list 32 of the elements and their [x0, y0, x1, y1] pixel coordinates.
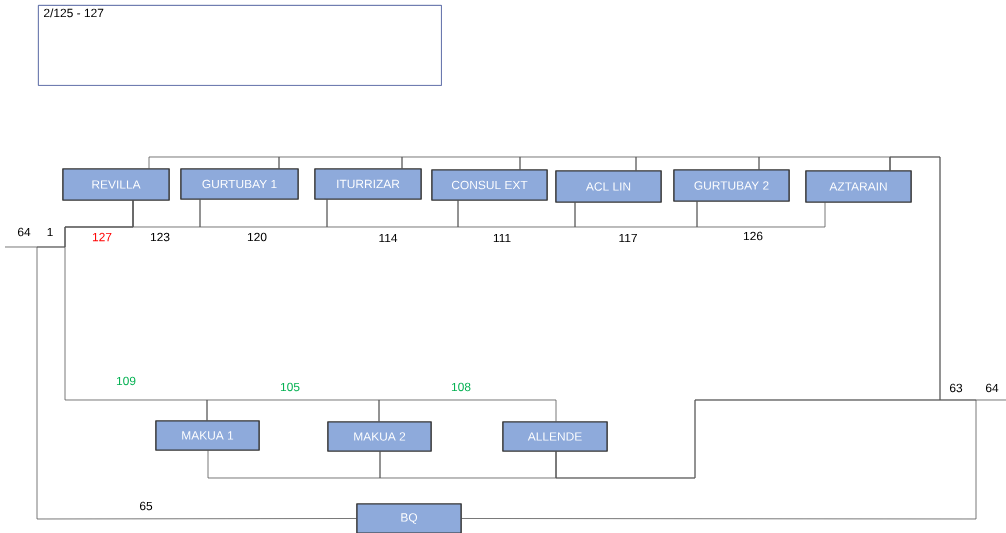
wire — [206, 399, 380, 422]
wire — [4, 200, 134, 248]
wire-number: 123 — [150, 232, 170, 242]
wire — [401, 156, 521, 170]
wire-number: 127 — [92, 232, 112, 242]
wire — [326, 199, 459, 228]
wire-number: 108 — [451, 382, 471, 392]
wire-number: 105 — [280, 382, 300, 392]
wire — [148, 156, 280, 169]
wire — [457, 200, 576, 228]
wire — [519, 156, 637, 171]
wire-number: 65 — [139, 501, 153, 511]
wire — [889, 156, 1006, 401]
wire — [207, 450, 381, 479]
wire-number: 114 — [379, 233, 398, 243]
wire-number: 111 — [493, 233, 511, 243]
wire — [199, 199, 328, 228]
wire — [758, 156, 891, 171]
wire-number: 64 — [985, 383, 999, 393]
wire-number: 109 — [116, 376, 136, 386]
wire — [574, 201, 698, 228]
wire — [461, 399, 977, 520]
wire-number: 117 — [619, 233, 637, 243]
wire-number: 126 — [743, 231, 763, 241]
wire — [378, 399, 557, 422]
wire-number: 63 — [949, 383, 963, 393]
wire — [696, 201, 826, 228]
wire-number: 1 — [47, 227, 53, 237]
wire — [635, 156, 760, 171]
wire-number: 120 — [247, 232, 267, 242]
wire — [278, 156, 403, 169]
wire-number: 64 — [17, 227, 31, 237]
